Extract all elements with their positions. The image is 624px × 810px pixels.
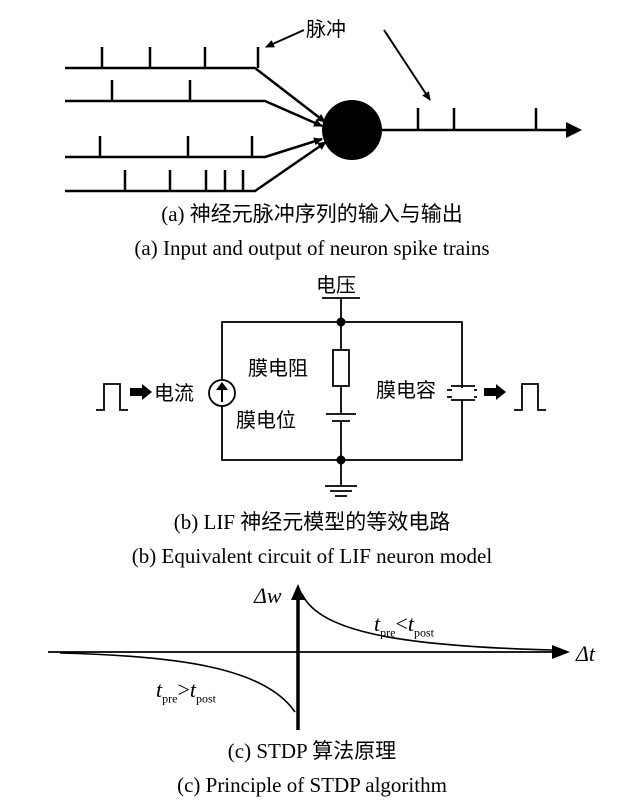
neuron-body	[322, 100, 382, 160]
ltp-curve	[301, 593, 553, 651]
output-arrowhead	[566, 122, 582, 138]
y-axis-arrowhead	[291, 584, 305, 600]
caption-c-en: (c) Principle of STDP algorithm	[177, 773, 447, 797]
spike-pointer-arrows	[265, 29, 431, 101]
top-junction-dot	[336, 317, 346, 327]
membrane-resistance-label: 膜电阻	[248, 356, 308, 380]
x-axis-arrowhead	[552, 645, 570, 659]
caption-c-zh: (c) STDP 算法原理	[227, 739, 397, 763]
input-spike-train-2	[65, 80, 323, 128]
ltp-condition-label: tpre<tpost	[374, 611, 435, 640]
bottom-junction-dot	[336, 455, 346, 465]
membrane-capacitance-label: 膜电容	[376, 378, 436, 402]
input-spike-train-3	[65, 136, 323, 159]
stdp-axes	[48, 597, 556, 730]
ltd-curve	[59, 652, 296, 713]
caption-a-zh: (a) 神经元脉冲序列的输入与输出	[161, 202, 463, 226]
current-label: 电流	[154, 381, 194, 405]
y-axis-label: Δw	[254, 583, 282, 608]
output-pulse-icon	[484, 383, 546, 411]
capacitor-gap	[452, 388, 474, 400]
lif-circuit	[221, 297, 477, 497]
x-axis-label: Δt	[576, 641, 596, 666]
capacitor-symbol	[451, 385, 475, 401]
current-source-icon	[208, 379, 236, 407]
membrane-potential-label: 膜电位	[236, 408, 296, 432]
caption-a-en: (a) Input and output of neuron spike tra…	[134, 236, 490, 260]
input-spike-train-1	[65, 47, 326, 123]
spike-label: 脉冲	[306, 17, 346, 41]
input-spike-train-4	[65, 140, 327, 193]
input-pulse-icon	[96, 383, 152, 411]
caption-b-en: (b) Equivalent circuit of LIF neuron mod…	[131, 544, 493, 568]
ltd-condition-label: tpre>tpost	[156, 677, 217, 706]
output-spike-train	[382, 108, 568, 132]
caption-b-zh: (b) LIF 神经元模型的等效电路	[173, 510, 451, 534]
voltage-label: 电压	[316, 273, 356, 297]
